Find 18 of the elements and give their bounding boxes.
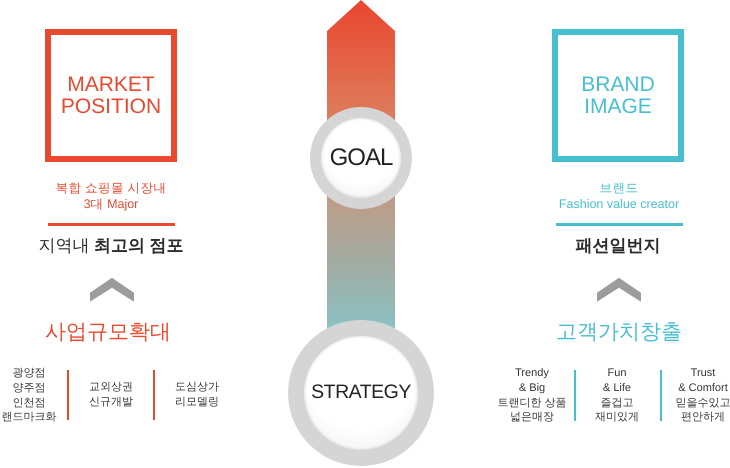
chevron-arrow <box>597 278 641 302</box>
subtitle: 복합 쇼핑몰 시장내 3대 Major <box>56 180 166 212</box>
box-title: MARKET POSITION <box>60 74 162 118</box>
chevron-arrow <box>90 278 134 302</box>
goal-circle: GOAL <box>310 107 412 209</box>
goal-heading: 지역내 최고의 점포 <box>38 236 184 256</box>
column-text: 교외상권 신규개발 <box>89 380 133 410</box>
strategy-circle: STRATEGY <box>288 320 434 466</box>
column-text: Fun & Life 즐겁고 재미있게 <box>595 366 639 426</box>
column-text: 도심상가 리모델링 <box>175 380 219 410</box>
column-text: Trendy & Big 트랜디한 상품 넓은매장 <box>497 366 567 426</box>
column-text: Trust & Comfort 믿을수있고 편안하게 <box>676 366 730 426</box>
strategy-heading: 사업규모확대 <box>45 319 171 345</box>
box-title: BRAND IMAGE <box>581 74 655 118</box>
strategy-heading: 고객가치창출 <box>556 319 682 345</box>
goal-heading: 패션일번지 <box>576 236 660 256</box>
subtitle: 브랜드 Fashion value creator <box>558 180 680 212</box>
column-text: 광양점 양주점 인천점 랜드마크화 <box>2 366 56 426</box>
